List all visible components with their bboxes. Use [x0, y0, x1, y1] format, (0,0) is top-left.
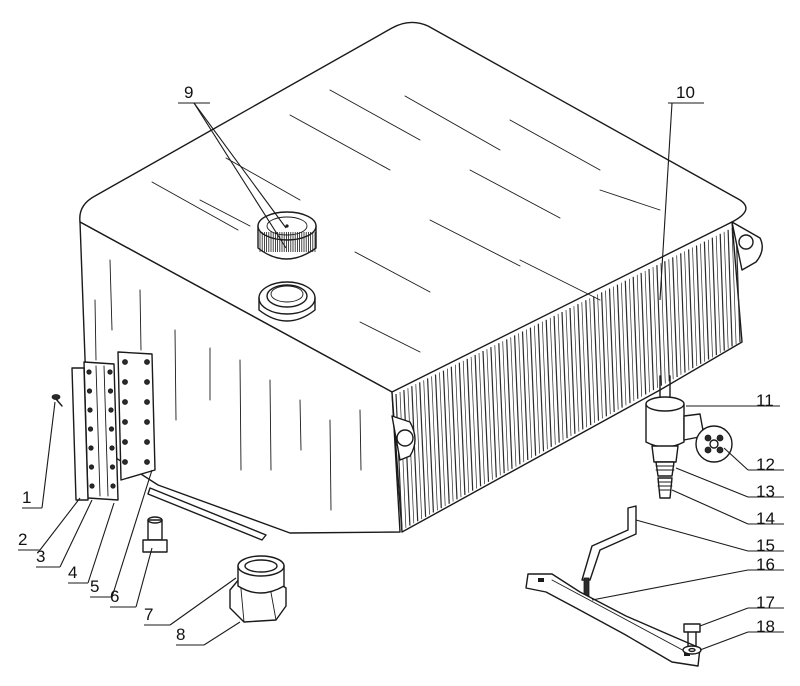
tank-bottom-flange: [147, 487, 267, 541]
fuel-tank: [79, 21, 763, 541]
callout-leader: [699, 607, 749, 627]
drain-valve: [645, 375, 705, 499]
frame-bolt-holes: [122, 359, 150, 465]
callout-label-13: 13: [756, 482, 775, 501]
filler-cap: [257, 211, 317, 260]
tank-mount-ear-front: [391, 415, 416, 461]
callout-6: 6: [110, 547, 153, 608]
glass-bolt-holes: [86, 369, 116, 489]
callout-leader: [135, 547, 153, 608]
top-face-shading: [151, 89, 661, 353]
callout-label-9: 9: [184, 83, 193, 102]
callout-leader: [193, 102, 287, 229]
callout-label-6: 6: [110, 587, 119, 606]
tank-mount-ear-right: [731, 221, 763, 271]
valve-handwheel: [695, 425, 733, 463]
callout-label-4: 4: [68, 563, 77, 582]
strap-washer: [682, 645, 702, 655]
callout-label-14: 14: [756, 509, 775, 528]
ribbed-face-lines: [395, 225, 741, 531]
callout-12: 12: [723, 447, 784, 474]
callout-leader: [671, 489, 749, 525]
callout-10: 10: [659, 83, 704, 301]
callout-leader: [591, 569, 749, 601]
callout-18: 18: [699, 617, 784, 651]
filler-neck: [258, 281, 316, 322]
callout-9: 9: [178, 83, 287, 249]
callout-leader: [635, 519, 749, 552]
callout-label-17: 17: [756, 593, 775, 612]
bracket-rod: [581, 505, 637, 603]
callout-leader: [193, 102, 287, 249]
callout-label-7: 7: [144, 605, 153, 624]
callout-leader: [699, 631, 749, 651]
sight-gauge-gasket: [71, 367, 89, 501]
callout-1: 1: [22, 401, 56, 509]
callout-7: 7: [144, 577, 237, 626]
strap-bolt: [683, 623, 701, 647]
callout-14: 14: [671, 489, 784, 528]
callout-3: 3: [36, 499, 93, 568]
callout-leader: [169, 577, 237, 626]
callout-label-12: 12: [756, 455, 775, 474]
front-face-shading: [94, 259, 362, 511]
callout-label-16: 16: [756, 555, 775, 574]
mount-hole-front: [396, 429, 414, 447]
callout-label-2: 2: [18, 530, 27, 549]
callout-4: 4: [68, 502, 115, 584]
callout-label-3: 3: [36, 547, 45, 566]
callout-label-11: 11: [756, 391, 774, 410]
callout-5: 5: [90, 469, 153, 598]
callout-leader: [111, 469, 153, 598]
callout-leader: [87, 502, 115, 584]
screw: [51, 394, 63, 407]
callout-label-8: 8: [176, 625, 185, 644]
callout-16: 16: [591, 555, 784, 601]
callout-8: 8: [176, 621, 241, 646]
filler-flange-nut: [229, 555, 287, 623]
callout-leader: [203, 621, 241, 646]
callout-2: 2: [18, 497, 81, 551]
drain-plug: [142, 516, 168, 553]
callout-label-5: 5: [90, 577, 99, 596]
callout-leader: [659, 102, 673, 301]
callout-17: 17: [699, 593, 784, 627]
sight-gauge-glass: [83, 361, 119, 501]
callout-11: 11: [686, 391, 780, 410]
callout-label-18: 18: [756, 617, 775, 636]
mounting-strap: [525, 573, 701, 667]
mount-hole-right: [738, 234, 754, 250]
sight-gauge-frame: [117, 351, 156, 481]
callout-label-15: 15: [756, 536, 775, 555]
callout-leader: [59, 499, 93, 568]
callout-label-10: 10: [676, 83, 695, 102]
callout-label-1: 1: [22, 488, 31, 507]
callout-leader: [723, 447, 749, 471]
callout-15: 15: [635, 519, 784, 555]
callout-leader: [39, 497, 81, 551]
callout-leader: [41, 401, 56, 509]
callout-13: 13: [675, 467, 784, 501]
callout-leader: [675, 467, 749, 498]
